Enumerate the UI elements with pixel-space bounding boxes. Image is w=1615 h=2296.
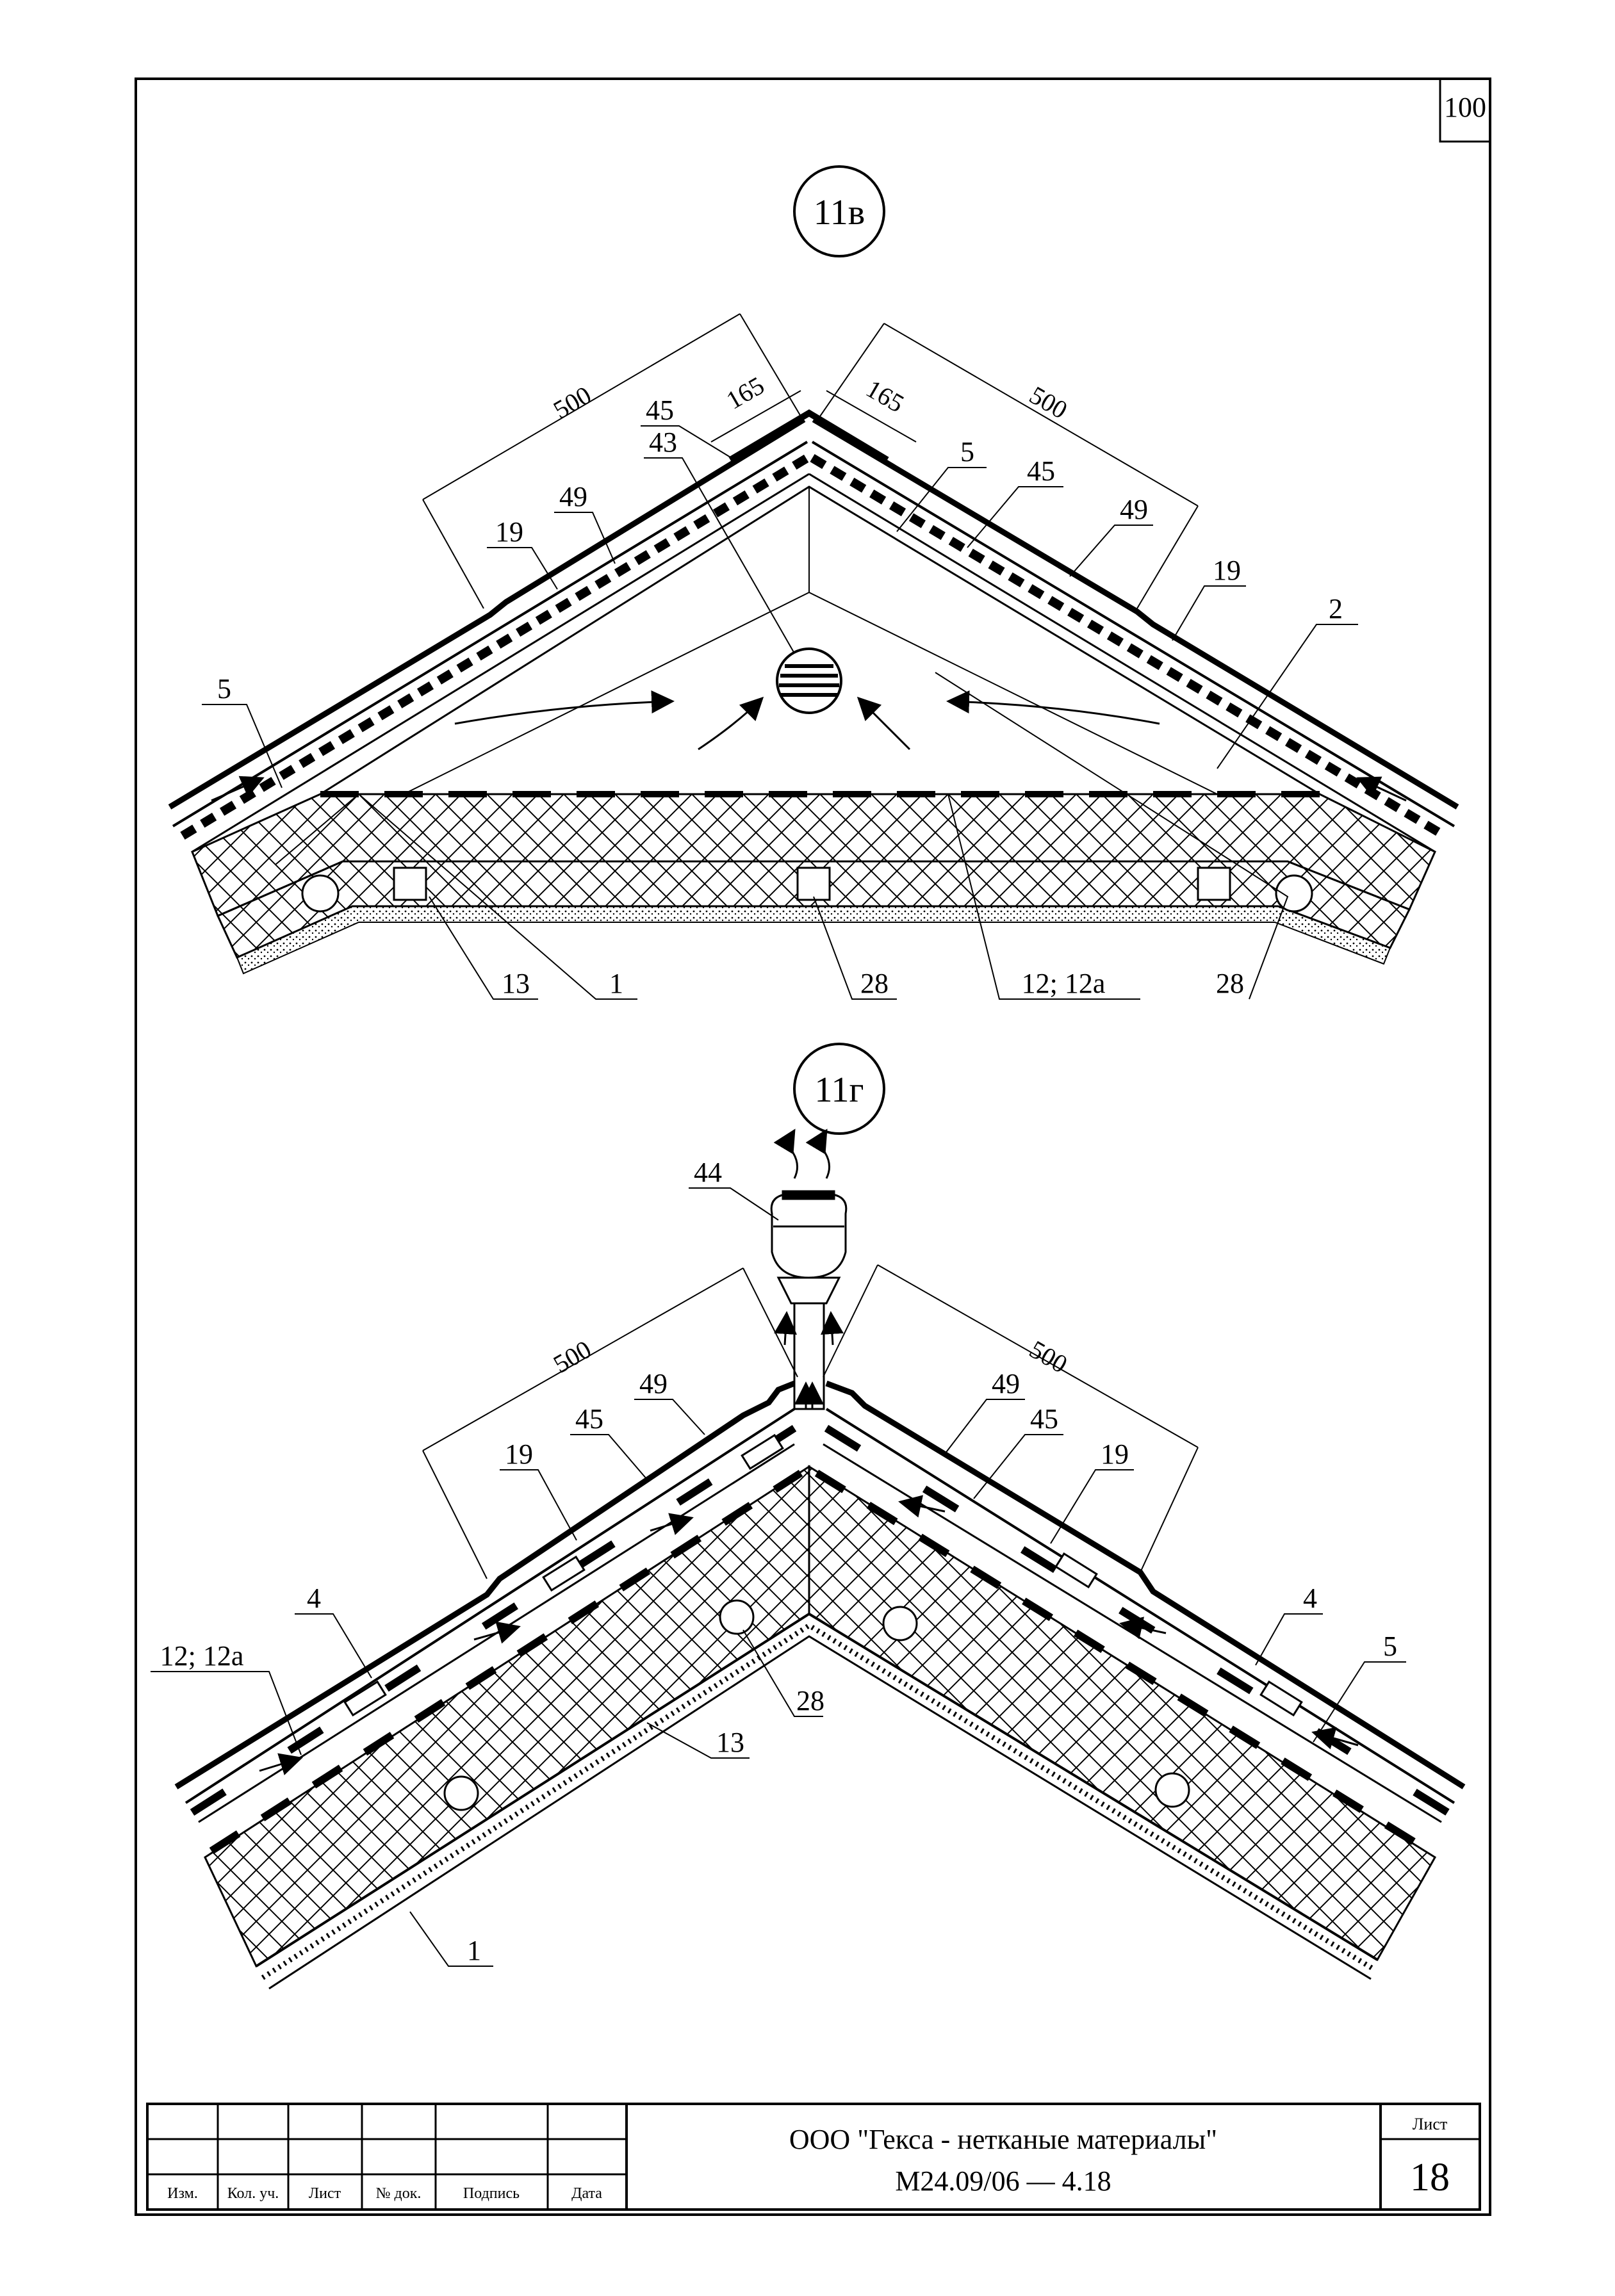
label-2: 2 <box>1329 593 1343 624</box>
leaders-11g <box>151 1187 1406 1967</box>
detail-11g: 11г <box>151 1043 1466 1990</box>
label-b-44: 44 <box>694 1157 722 1188</box>
label-28: 28 <box>860 968 889 999</box>
roof-right-battens <box>810 453 1447 840</box>
dim-165-left: 165 <box>721 371 769 415</box>
timber-beams-b <box>443 1599 1190 1811</box>
airflow-arrows-b <box>259 1495 1359 1775</box>
interior-lining <box>236 906 1391 975</box>
dim-500-left: 500 <box>548 380 596 425</box>
label-b-49: 49 <box>639 1368 668 1399</box>
interior-lining-b2 <box>268 1635 1372 1990</box>
ridge-cap <box>728 409 889 463</box>
dim-165-right: 165 <box>862 374 909 418</box>
dimensions-11v <box>422 313 1199 609</box>
label-b-1: 1 <box>467 1935 481 1966</box>
roof-b-left-battens <box>190 1424 797 1816</box>
label-b-4-right: 4 <box>1303 1583 1317 1614</box>
vent-grille <box>776 647 842 714</box>
label-45-right: 45 <box>1027 455 1055 487</box>
insulation-left <box>204 1465 810 1968</box>
dim-500-right: 500 <box>1025 380 1072 425</box>
page-number-box <box>1439 77 1491 143</box>
label-b-19-right: 19 <box>1101 1438 1129 1470</box>
label-b-28: 28 <box>796 1685 824 1716</box>
page-number: 100 <box>1444 92 1486 123</box>
roof-right-outer <box>812 417 1459 810</box>
sheet-frame <box>135 77 1491 2216</box>
roof-b-right-outer <box>825 1380 1466 1789</box>
tb-document-code: М24.09/06 — 4.18 <box>895 2165 1111 2197</box>
airflow-arrows <box>211 690 1407 802</box>
label-28-right: 28 <box>1216 968 1244 999</box>
roof-b-left-deck <box>184 1408 796 1804</box>
counter-battens-b <box>343 1433 1303 1717</box>
interior-lining-b <box>255 1612 1379 1967</box>
roof-b-right-deck <box>825 1408 1455 1804</box>
roof-right-sheathing <box>811 441 1455 827</box>
label-b-45-right: 45 <box>1030 1403 1058 1435</box>
tb-header-date: Дата <box>571 2185 602 2202</box>
tb-sheet-number: 18 <box>1410 2156 1450 2199</box>
label-19: 19 <box>495 516 523 548</box>
label-b-49-right: 49 <box>992 1368 1020 1399</box>
label-5-right: 5 <box>960 436 974 468</box>
label-b-13: 13 <box>716 1727 744 1758</box>
label-12-12a: 12; 12а <box>1022 968 1106 999</box>
tb-header-izm: Изм. <box>167 2185 198 2202</box>
roof-left-sheathing <box>172 441 808 827</box>
label-49: 49 <box>559 481 587 512</box>
label-49-right: 49 <box>1120 494 1148 525</box>
label-19-right: 19 <box>1213 555 1241 586</box>
roof-right-inner <box>808 473 1436 853</box>
tb-header-sign: Подпись <box>463 2185 520 2202</box>
tb-sheet-label: Лист <box>1413 2115 1447 2133</box>
label-13: 13 <box>502 968 530 999</box>
tb-header-doc: № док. <box>376 2185 422 2202</box>
gable-triangle <box>320 485 1320 795</box>
label-b-12-12a: 12; 12а <box>160 1640 244 1672</box>
dim-b-500-left: 500 <box>548 1335 596 1379</box>
tb-header-list: Лист <box>309 2185 341 2202</box>
label-b-19: 19 <box>505 1438 533 1470</box>
detail-id-11g: 11г <box>815 1070 864 1110</box>
label-1: 1 <box>609 968 623 999</box>
title-block: Изм. Кол. уч. Лист № док. Подпись Дата О… <box>146 2103 1481 2211</box>
roof-b-left-outer <box>174 1380 796 1789</box>
dimensions-11g <box>422 1264 1199 1579</box>
vent-pipe <box>770 1190 848 1410</box>
tb-header-kol: Кол. уч. <box>227 2185 279 2202</box>
label-43: 43 <box>649 427 677 458</box>
insulation-right <box>808 1465 1437 1962</box>
leaders-11v <box>202 425 1358 1000</box>
detail-11v: 11в <box>168 165 1459 1000</box>
label-b-45: 45 <box>575 1403 603 1435</box>
label-b-4: 4 <box>307 1583 321 1614</box>
detail-marker-11g <box>793 1043 885 1135</box>
timber-beams <box>301 867 1313 913</box>
roof-left-battens <box>180 454 810 840</box>
label-b-5-right: 5 <box>1383 1631 1397 1662</box>
exhaust-arrows <box>773 1128 844 1409</box>
label-5: 5 <box>217 673 231 704</box>
roof-left-outer <box>168 417 806 810</box>
label-45: 45 <box>646 395 674 426</box>
detail-marker-11v <box>793 165 885 257</box>
roof-left-inner <box>192 473 810 853</box>
tb-organization: ООО "Гекса - нетканые материалы" <box>789 2124 1217 2155</box>
detail-id-11v: 11в <box>814 193 865 232</box>
